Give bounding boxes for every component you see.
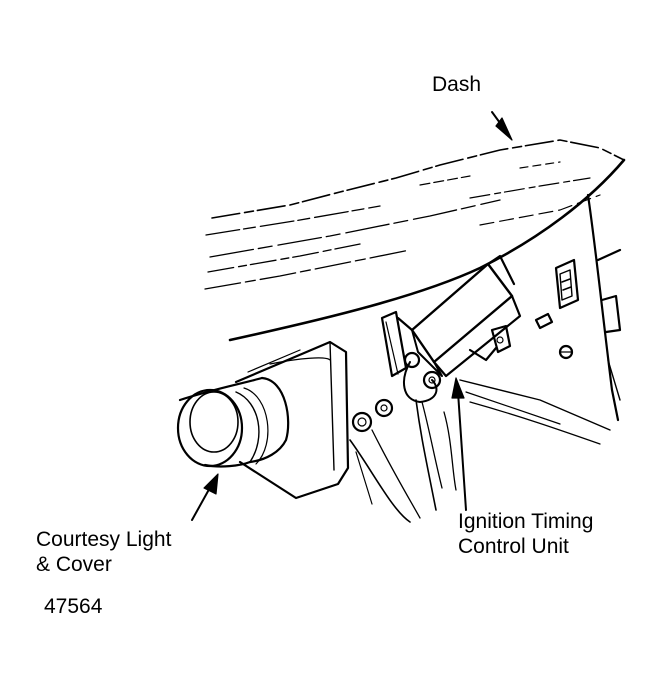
side-panel bbox=[534, 193, 622, 422]
ignition-timing-label-line1: Ignition Timing bbox=[458, 510, 594, 533]
mounting-bracket bbox=[349, 310, 611, 523]
ignition-timing-label-line2: Control Unit bbox=[458, 535, 569, 558]
ignition-timing-control-unit bbox=[396, 254, 522, 378]
leader-arrows bbox=[191, 111, 513, 521]
courtesy-light-label-line2: & Cover bbox=[36, 553, 112, 576]
courtesy-light-label: Courtesy Light & Cover bbox=[36, 527, 171, 577]
courtesy-light-label-line1: Courtesy Light bbox=[36, 528, 172, 551]
dash-panel bbox=[204, 139, 626, 342]
figure-number: 47564 bbox=[44, 595, 103, 618]
dash-label: Dash bbox=[432, 73, 482, 96]
courtesy-light-assembly bbox=[176, 340, 350, 500]
ignition-timing-label: Ignition Timing Control Unit bbox=[458, 509, 593, 559]
